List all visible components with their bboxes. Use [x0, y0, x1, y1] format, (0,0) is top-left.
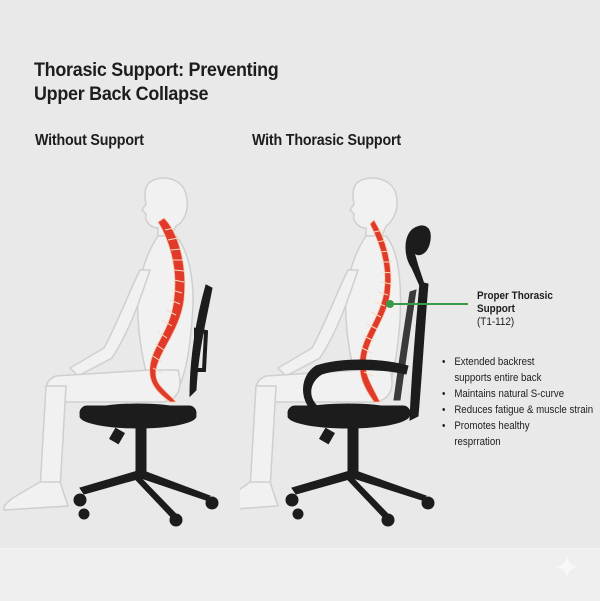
panel-heading-without-support: Without Support: [35, 132, 144, 149]
spine-slouched: [149, 217, 186, 403]
office-chair-high-back: [285, 225, 435, 527]
vertebra-lines: [152, 227, 185, 374]
illustration-with-support: [240, 177, 435, 527]
body-silhouette: [240, 177, 402, 510]
benefit-item: Maintains natural S-curve: [442, 386, 600, 402]
callout-range: (T1-112): [477, 316, 515, 328]
bottom-band: [0, 548, 600, 601]
illustration-without-support: [3, 177, 219, 527]
benefit-item: Promotes healthy resprration: [442, 418, 551, 450]
callout-pointer-line: [390, 303, 468, 305]
panel-heading-with-support: With Thorasic Support: [252, 132, 401, 149]
benefit-item: Extended backrest supports entire back: [442, 354, 551, 386]
page-title: Thorasic Support: Preventing Upper Back …: [34, 59, 279, 105]
callout-label: Proper Thorasic Support (T1-112): [477, 290, 585, 329]
vertebra-lines: [361, 229, 393, 377]
body-silhouette: [3, 177, 194, 511]
benefits-list: Extended backrest supports entire back M…: [442, 354, 600, 450]
callout-title: Proper Thorasic Support: [477, 290, 553, 315]
sparkle-icon: [555, 555, 579, 579]
spine-upright: [359, 219, 392, 403]
benefit-item: Reduces fatigue & muscle strain: [442, 402, 600, 418]
office-chair-low-back: [73, 284, 219, 527]
